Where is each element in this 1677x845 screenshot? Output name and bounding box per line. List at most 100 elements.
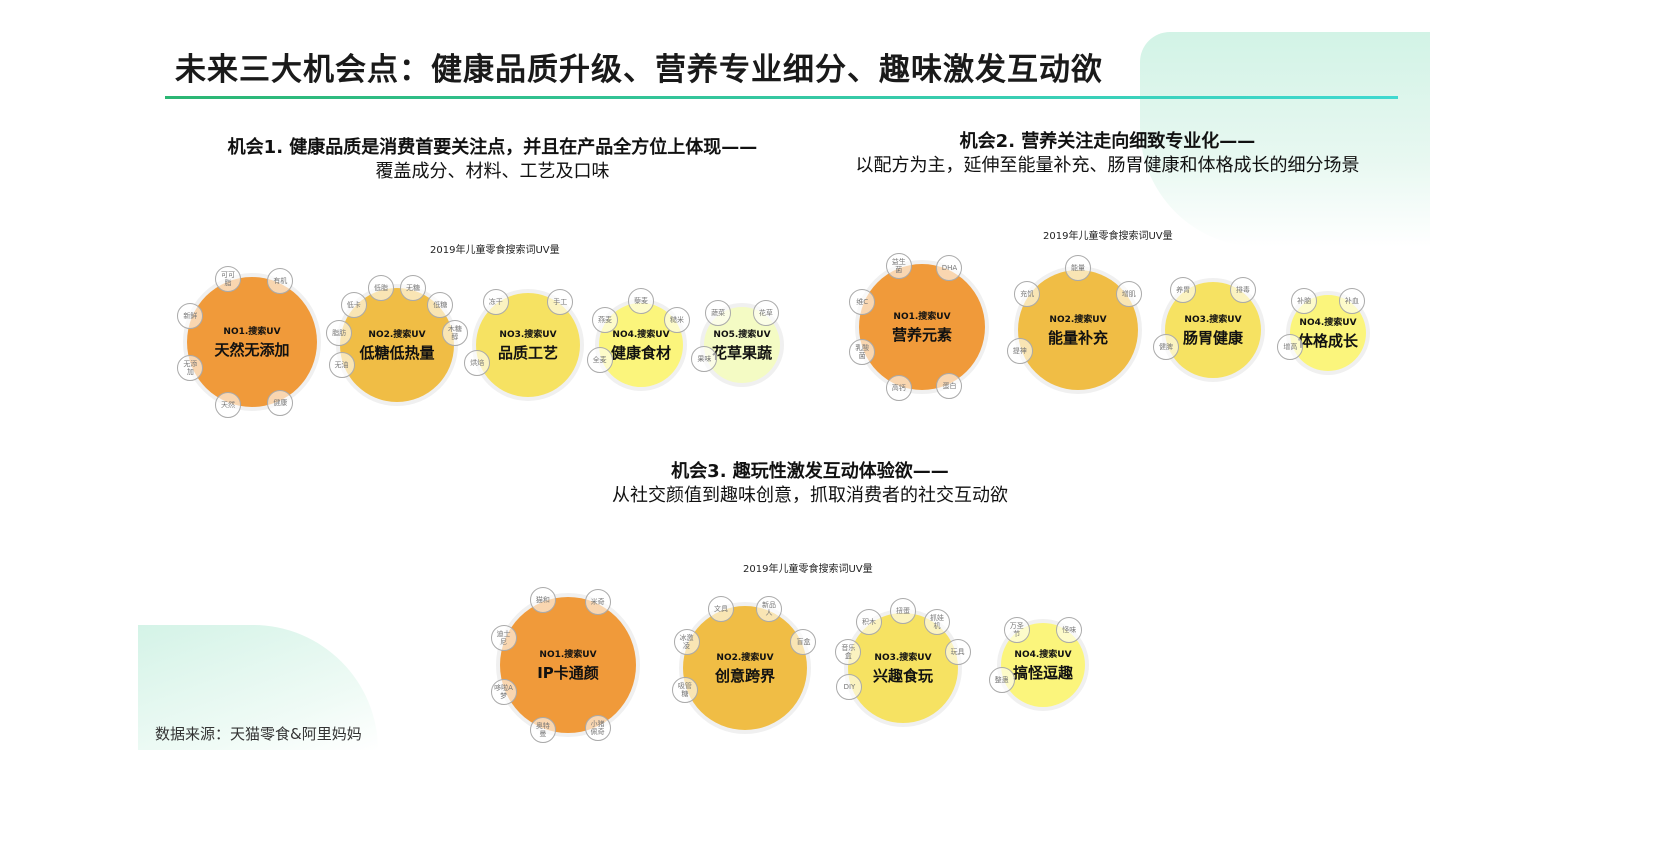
keyword-tag: 健康 <box>267 389 294 416</box>
keyword-tag: 提神 <box>1006 338 1033 365</box>
bubble-label: IP卡通颜 <box>537 664 599 682</box>
bubble-rank: NO1.搜索UV <box>539 650 597 660</box>
page-title: 未来三大机会点：健康品质升级、营养专业细分、趣味激发互动欲 <box>175 52 1103 88</box>
bubble-rank: NO4.搜索UV <box>1014 650 1072 660</box>
opportunity-3-heading: 机会3. 趣玩性激发互动体验欲—— <box>671 461 949 482</box>
keyword-tag: 可可脂 <box>214 266 241 293</box>
bubble-label: 营养元素 <box>891 326 952 344</box>
opportunity-1: 机会1. 健康品质是消费首要关注点，并且在产品全方位上体现—— 覆盖成分、材料、… <box>210 136 775 184</box>
data-source: 数据来源：天猫零食&阿里妈妈 <box>155 725 362 743</box>
keyword-tag: 吸管糖 <box>671 676 698 703</box>
bubble-label: 品质工艺 <box>497 344 558 362</box>
keyword-tag: 无糖 <box>399 275 426 302</box>
keyword-tag: 迪士尼 <box>490 624 517 651</box>
keyword-tag: 全麦 <box>586 347 613 374</box>
bubble-rank: NO2.搜索UV <box>1049 315 1107 325</box>
chart-3-title: 2019年儿童零食搜索词UV量 <box>743 564 873 575</box>
keyword-tag: 文具 <box>708 595 735 622</box>
bubble-3-2: NO2.搜索UV 创意跨界 <box>683 606 807 730</box>
keyword-tag: 奥特曼 <box>529 717 556 744</box>
keyword-tag: 怪味 <box>1056 616 1083 643</box>
keyword-tag: 糙米 <box>664 306 691 333</box>
keyword-tag: 乳酸菌 <box>849 339 876 366</box>
keyword-tag: 脂肪 <box>326 320 353 347</box>
keyword-tag: 花草 <box>752 299 779 326</box>
keyword-tag: 补脑 <box>1291 287 1318 314</box>
bubble-label: 体格成长 <box>1297 332 1358 350</box>
keyword-tag: 低糖 <box>427 291 454 318</box>
keyword-tag: 低卡 <box>340 291 367 318</box>
keyword-tag: 天然 <box>214 391 241 418</box>
keyword-tag: 无添加 <box>177 355 204 382</box>
chart-1-title: 2019年儿童零食搜索词UV量 <box>430 245 560 256</box>
opportunity-2-heading: 机会2. 营养关注走向细致专业化—— <box>959 131 1256 152</box>
bubble-rank: NO3.搜索UV <box>1184 315 1242 325</box>
keyword-tag: 积木 <box>855 609 882 636</box>
decor-shape-top-right <box>1140 32 1430 247</box>
keyword-tag: 新品人 <box>755 595 782 622</box>
keyword-tag: 新鲜 <box>177 302 204 329</box>
bubble-label: 创意跨界 <box>714 667 775 685</box>
keyword-tag: DIY <box>836 674 863 701</box>
keyword-tag: 蔬菜 <box>705 299 732 326</box>
keyword-tag: 盲盒 <box>790 628 817 655</box>
keyword-tag: 增高 <box>1277 333 1304 360</box>
bubble-rank: NO1.搜索UV <box>893 312 951 322</box>
bubble-label: 兴趣食玩 <box>872 667 933 685</box>
bubble-2-1: NO1.搜索UV 营养元素 <box>859 264 985 390</box>
bubble-3-1: NO1.搜索UV IP卡通颜 <box>500 597 636 733</box>
keyword-tag: 增肌 <box>1115 281 1142 308</box>
keyword-tag: 藜麦 <box>628 288 654 314</box>
opportunity-1-heading: 机会1. 健康品质是消费首要关注点，并且在产品全方位上体现—— <box>227 137 758 158</box>
keyword-tag: 养胃 <box>1170 276 1197 303</box>
keyword-tag: 烘焙 <box>464 350 491 377</box>
keyword-tag: 小猪佩奇 <box>584 715 611 742</box>
chart-2-title: 2019年儿童零食搜索词UV量 <box>1043 231 1173 242</box>
bubble-label: 天然无添加 <box>214 341 290 359</box>
keyword-tag: 手工 <box>547 288 574 315</box>
keyword-tag: 万圣节 <box>1003 616 1030 643</box>
bubble-rank: NO3.搜索UV <box>499 330 557 340</box>
keyword-tag: 整蛊 <box>988 667 1015 694</box>
bubble-label: 肠胃健康 <box>1182 329 1243 347</box>
keyword-tag: DHA <box>936 255 963 282</box>
bubble-label: 健康食材 <box>610 344 671 362</box>
keyword-tag: 能量 <box>1065 255 1091 281</box>
bubble-rank: NO3.搜索UV <box>874 653 932 663</box>
bubble-label: 能量补充 <box>1047 329 1108 347</box>
keyword-tag: 音乐盒 <box>835 638 862 665</box>
opportunity-3-sub: 从社交颜值到趣味创意，抓取消费者的社交互动欲 <box>612 485 1008 506</box>
bubble-rank: NO2.搜索UV <box>368 330 426 340</box>
keyword-tag: 低脂 <box>368 275 395 302</box>
bubble-rank: NO2.搜索UV <box>716 653 774 663</box>
bubble-label: 花草果蔬 <box>711 344 772 362</box>
keyword-tag: 益生菌 <box>885 253 912 280</box>
keyword-tag: 哆啦A梦 <box>490 679 517 706</box>
keyword-tag: 燕麦 <box>591 306 618 333</box>
bubble-rank: NO4.搜索UV <box>612 330 670 340</box>
bubble-rank: NO4.搜索UV <box>1299 318 1357 328</box>
keyword-tag: 有机 <box>267 268 294 295</box>
keyword-tag: 补血 <box>1338 287 1365 314</box>
keyword-tag: 无油 <box>328 352 355 379</box>
keyword-tag: 冻干 <box>482 288 509 315</box>
bubble-label: 低糖低热量 <box>359 344 435 362</box>
keyword-tag: 猫和 <box>529 586 556 613</box>
keyword-tag: 扭蛋 <box>890 598 916 624</box>
keyword-tag: 充饥 <box>1014 281 1041 308</box>
bubble-rank: NO1.搜索UV <box>223 327 281 337</box>
keyword-tag: 米奇 <box>584 588 611 615</box>
keyword-tag: 健脾 <box>1153 334 1179 361</box>
keyword-tag: 高钙 <box>885 374 912 401</box>
bubble-1-1: NO1.搜索UV 天然无添加 <box>187 277 317 407</box>
keyword-tag: 木糖醇 <box>441 320 468 347</box>
keyword-tag: 蛋白 <box>936 372 963 399</box>
title-divider <box>165 96 1398 99</box>
bubble-label: 搞怪逗趣 <box>1012 664 1073 682</box>
keyword-tag: 维C <box>849 288 876 315</box>
opportunity-2: 机会2. 营养关注走向细致专业化—— 以配方为主，延伸至能量补充、肠胃健康和体格… <box>820 130 1395 178</box>
keyword-tag: 冰激凌 <box>673 628 700 655</box>
keyword-tag: 排毒 <box>1229 276 1256 303</box>
keyword-tag: 果味 <box>691 345 718 372</box>
opportunity-1-sub: 覆盖成分、材料、工艺及口味 <box>375 161 610 182</box>
